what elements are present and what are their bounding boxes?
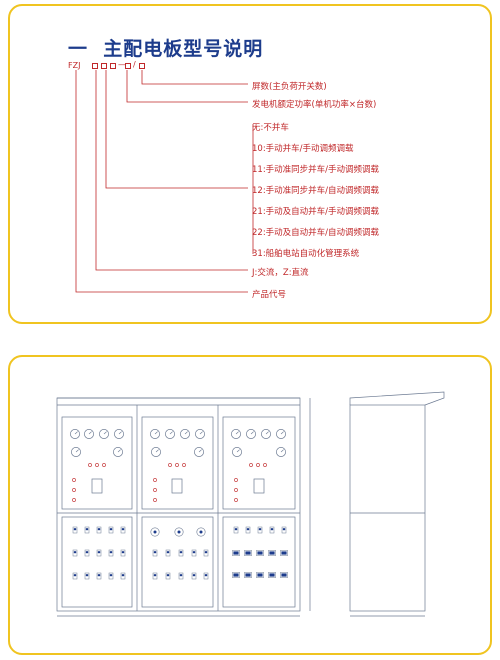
section-title-text: 主配电板型号说明: [103, 38, 264, 60]
code-box-screens: [139, 63, 145, 69]
desc-current-type: J:交流，Z:直流: [252, 268, 309, 278]
desc-screen-count: 屏数(主负荷开关数): [252, 82, 327, 92]
desc-mode-none: 无:不并车: [252, 123, 289, 133]
desc-mode-22: 22:手动及自动并车/自动调频调载: [252, 228, 380, 238]
code-box-mode-2: [110, 63, 116, 69]
model-code-prefix: FZJ: [68, 61, 81, 70]
model-description-panel: [8, 4, 492, 324]
desc-generator-power: 发电机额定功率(单机功率×台数): [252, 100, 377, 110]
code-box-current-type: [92, 63, 98, 69]
section-title: 一 主配电板型号说明: [68, 34, 263, 61]
section-number: 一: [68, 38, 89, 60]
code-dash: —: [118, 60, 126, 69]
desc-product-code: 产品代号: [252, 290, 287, 300]
switchboard-drawing-panel: [8, 355, 492, 655]
code-box-mode: [101, 63, 107, 69]
code-box-power: [125, 63, 131, 69]
desc-mode-21: 21:手动及自动并车/手动调频调载: [252, 207, 380, 217]
code-slash: /: [133, 60, 136, 69]
desc-mode-11: 11:手动准同步并车/手动调频调载: [252, 165, 380, 175]
desc-mode-10: 10:手动并车/手动调频调载: [252, 144, 354, 154]
desc-mode-12: 12:手动准同步并车/自动调频调载: [252, 186, 380, 196]
desc-mode-31: 31:船舶电站自动化管理系统: [252, 249, 360, 259]
